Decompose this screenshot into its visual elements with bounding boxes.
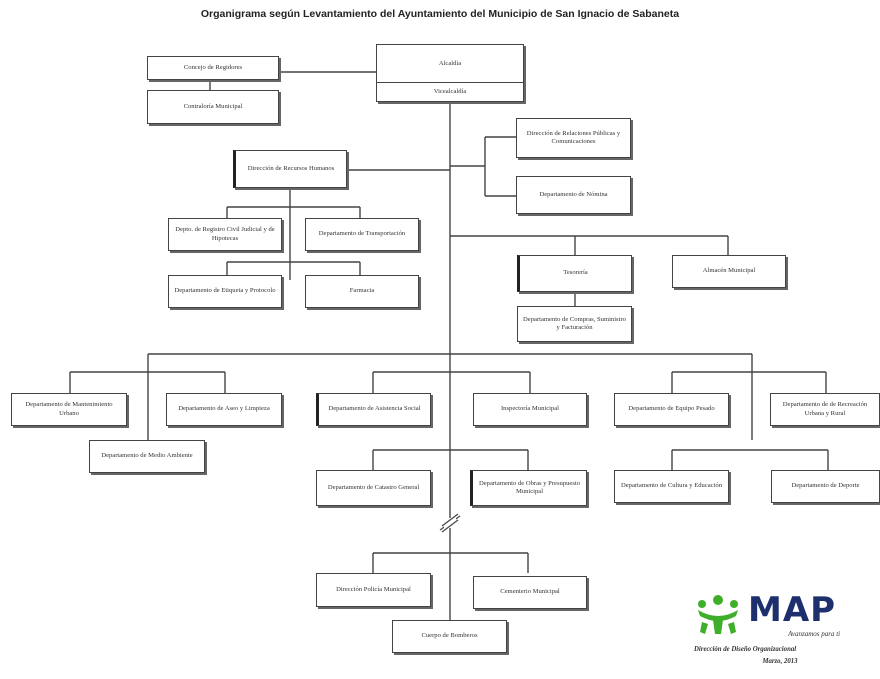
- box-medio-ambiente: Departamento de Medio Ambiente: [89, 440, 205, 473]
- box-recursos-humanos: Dirección de Recursos Humanos: [233, 150, 347, 188]
- logo-tagline: Avanzamos para ti: [788, 630, 841, 638]
- box-farmacia: Farmacia: [305, 275, 419, 308]
- box-mantenimiento-urbano: Departamento de Mantenimiento Urbano: [11, 393, 127, 426]
- logo-name: MAP: [748, 590, 837, 630]
- box-catastro: Departamento de Catastro General: [316, 470, 431, 506]
- box-tesoreria: Tesorería: [517, 255, 632, 292]
- box-nomina: Departamento de Nómina: [516, 176, 631, 214]
- box-concejo-regidores: Concejo de Regidores: [147, 56, 279, 80]
- logo-date: Marzo, 2013: [762, 658, 798, 665]
- box-transportacion: Departamento de Transportación: [305, 218, 419, 251]
- box-vicealcaldia: Vicealcaldía: [376, 82, 524, 102]
- people-icon: [698, 595, 738, 634]
- map-logo: MAP Avanzamos para ti Dirección de Diseñ…: [690, 590, 880, 679]
- box-aseo-limpieza: Departamento de Aseo y Limpieza: [166, 393, 282, 426]
- logo-department: Dirección de Diseño Organizacional: [694, 646, 797, 653]
- box-asistencia-social: Departamento de Asistencia Social: [316, 393, 431, 426]
- box-registro-civil: Depto. de Registro Civil Judicial y de H…: [168, 218, 282, 251]
- box-etiqueta-protocolo: Departamento de Etiqueta y Protocolo: [168, 275, 282, 308]
- box-equipo-pesado: Departamento de Equipo Pesado: [614, 393, 729, 426]
- box-deporte: Departamento de Deporte: [771, 470, 880, 503]
- box-cultura-educacion: Departamento de Cultura y Educación: [614, 470, 729, 503]
- box-almacen: Almacén Municipal: [672, 255, 786, 288]
- box-compras: Departamento de Compras, Suministro y Fa…: [517, 306, 632, 342]
- box-policia-municipal: Dirección Policía Municipal: [316, 573, 431, 607]
- chart-title: Organigrama según Levantamiento del Ayun…: [200, 8, 680, 20]
- box-relaciones-publicas: Dirección de Relaciones Públicas y Comun…: [516, 118, 631, 158]
- box-cementerio: Cementerio Municipal: [473, 576, 587, 609]
- box-recreacion: Departamento de de Recreación Urbana y R…: [770, 393, 880, 426]
- box-inspectoria: Inspectoría Municipal: [473, 393, 587, 426]
- box-obras-presupuesto: Departamento de Obras y Presupuesto Muni…: [470, 470, 587, 506]
- box-alcaldia: Alcaldía: [376, 44, 524, 84]
- box-contraloria: Contraloría Municipal: [147, 90, 279, 124]
- box-bomberos: Cuerpo de Bomberos: [392, 620, 507, 653]
